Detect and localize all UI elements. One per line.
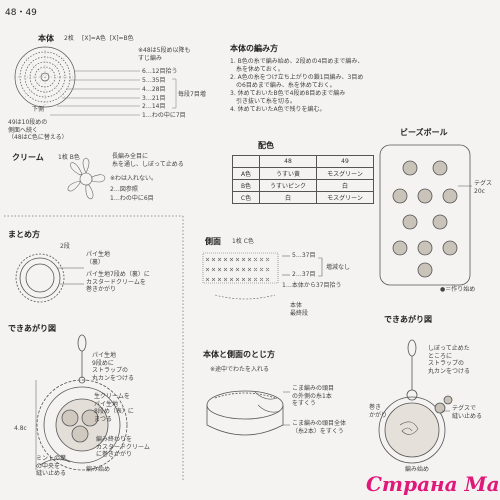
- bead-ball-diagram: [379, 144, 472, 286]
- table-cell: モスグリーン: [316, 191, 374, 204]
- finished-left-label-mint: ミントの葉 の中央を 縫い止める: [36, 455, 67, 477]
- table-cell: 48: [259, 155, 317, 168]
- bead-ball-label-start: ●＝作り始め: [440, 286, 476, 293]
- body-row-2: 2…14目: [142, 103, 166, 110]
- body-color-legend: [X]=A色 [X]=B色: [82, 35, 134, 42]
- finished-left-label-cream: 生クリームを パイ生地 8段め（表）に まつる: [94, 393, 134, 423]
- finished-title-right: できあがり図: [384, 315, 432, 324]
- table-cell: 白: [259, 191, 317, 204]
- finished-keychain-right: [378, 339, 453, 464]
- cream-title: クリーム: [12, 153, 44, 162]
- side-body-last-row: 本体 最終段: [290, 302, 309, 317]
- table-cell: A色: [232, 167, 260, 180]
- finished-right-label-ring: しぼって止めた ところに ストラップの 丸カンをつける: [428, 345, 471, 375]
- table-row: A色 うすい黄 モスグリーン: [232, 167, 374, 180]
- joining-title: 本体と側面のとじ方: [203, 350, 275, 359]
- finished-right-label-start: 編み始め: [405, 466, 430, 473]
- table-cell: [232, 155, 260, 168]
- knitting-step-1: 1. B色の糸で編み始め、2段めの4目めまで編み、 糸を休めておく。: [230, 58, 364, 73]
- body-row-6: 6…12目拾う: [142, 68, 178, 75]
- joining-both-loops: こま編みの頭目全体 （糸2本）をすくう: [292, 420, 347, 435]
- body-title: 本体: [38, 34, 54, 43]
- cream-row-2: 2…図参照: [110, 186, 138, 193]
- table-cell: うすいピンク: [259, 179, 317, 192]
- cream-row-1: 1…わの中に6目: [110, 195, 154, 202]
- side-row-5: 5…37目: [292, 252, 316, 259]
- table-row: 48 49: [232, 155, 374, 168]
- joining-diagram: [206, 390, 290, 436]
- side-no-change: 増減なし: [326, 264, 351, 271]
- finished-left-label-whip: 編み終わりを カスタードクリーム に巻きかがり: [96, 436, 150, 458]
- table-cell: モスグリーン: [316, 167, 374, 180]
- table-cell: 49: [316, 155, 374, 168]
- finished-keychain-left: [35, 334, 128, 471]
- cream-count: 1枚 B色: [58, 154, 80, 161]
- body-brace-label: 毎段7目増: [178, 91, 206, 98]
- body-bottom-label: 下側: [32, 106, 45, 113]
- cream-note: ※わは入れない。: [110, 175, 158, 182]
- knitting-step-2: 2. A色の糸をつけ立ち上がりの鎖1目編み、3目め の6目めまで編み、糸を休めて…: [230, 74, 364, 89]
- side-title: 側面: [205, 237, 221, 246]
- table-cell: 白: [316, 179, 374, 192]
- cream-chart: [67, 157, 106, 200]
- finished-title-left: できあがり図: [8, 324, 56, 333]
- body-row-3: 3…21目: [142, 95, 166, 102]
- assembly-label-pie: パイ生地 （裏）: [86, 251, 111, 266]
- knitting-method-title: 本体の編み方: [230, 44, 278, 53]
- body-note-2: 49は10段めの 側面へ続く （48はC色に替える）: [8, 119, 68, 141]
- watermark: Страна Мам: [366, 472, 500, 496]
- body-row-5: 5…35目: [142, 77, 166, 84]
- assembly-ring: [15, 253, 84, 303]
- table-row: B色 うすいピンク 白: [232, 179, 374, 192]
- assembly-label-custard: パイ生地7段め（裏）に カスタードクリームを 巻きかがり: [86, 271, 150, 293]
- assembly-title: まとめ方: [8, 230, 40, 239]
- cream-desc: 長編み全目に 糸を通し、しぼって止める: [112, 153, 184, 168]
- table-cell: C色: [232, 191, 260, 204]
- side-row-2: 2…37目: [292, 271, 316, 278]
- table-cell: B色: [232, 179, 260, 192]
- table-cell: うすい黄: [259, 167, 317, 180]
- finished-left-label-start: 編み始め: [86, 466, 111, 473]
- finished-left-label-ring: パイ生地 9段めに ストラップの 丸カンをつける: [92, 352, 135, 382]
- finished-left-label-size: 4.8c: [14, 425, 27, 432]
- finished-right-label-whip: 巻き かがり: [369, 404, 388, 419]
- color-table: 48 49 A色 うすい黄 モスグリーン B色 うすいピンク 白 C色 白 モス…: [232, 155, 374, 204]
- side-row-1: 1…本体から37目拾う: [282, 282, 342, 289]
- knitting-step-4: 4. 休めておいたA色で残りを編む。: [230, 106, 326, 113]
- assembly-label-rows: 2段: [60, 243, 70, 250]
- table-row: C色 白 モスグリーン: [232, 191, 374, 204]
- body-row-4: 4…28目: [142, 86, 166, 93]
- finished-right-label-thread: テグスで 縫い止める: [452, 405, 483, 420]
- side-chart: [202, 252, 323, 300]
- joining-note: ※途中でわたを入れる: [210, 366, 270, 373]
- bead-ball-label-thread: テグス 20c: [474, 180, 493, 195]
- body-count: 2枚: [64, 35, 74, 42]
- body-note-1: ※48は5段め以降も すじ編み: [138, 47, 191, 62]
- bead-ball-title: ビーズボール: [400, 128, 448, 137]
- side-count: 1枚 C色: [232, 238, 254, 245]
- body-crochet-chart: [14, 46, 76, 108]
- body-row-1: 1…わの中に7目: [142, 112, 186, 119]
- color-table-title: 配色: [258, 141, 274, 150]
- knitting-step-3: 3. 休めておいたB色で4段め8目めまで編み 引き抜いて糸を切る。: [230, 90, 346, 105]
- joining-outer-loop: こま編みの頭目 の外側の糸1本 をすくう: [292, 385, 335, 407]
- page-number: 48・49: [5, 8, 37, 18]
